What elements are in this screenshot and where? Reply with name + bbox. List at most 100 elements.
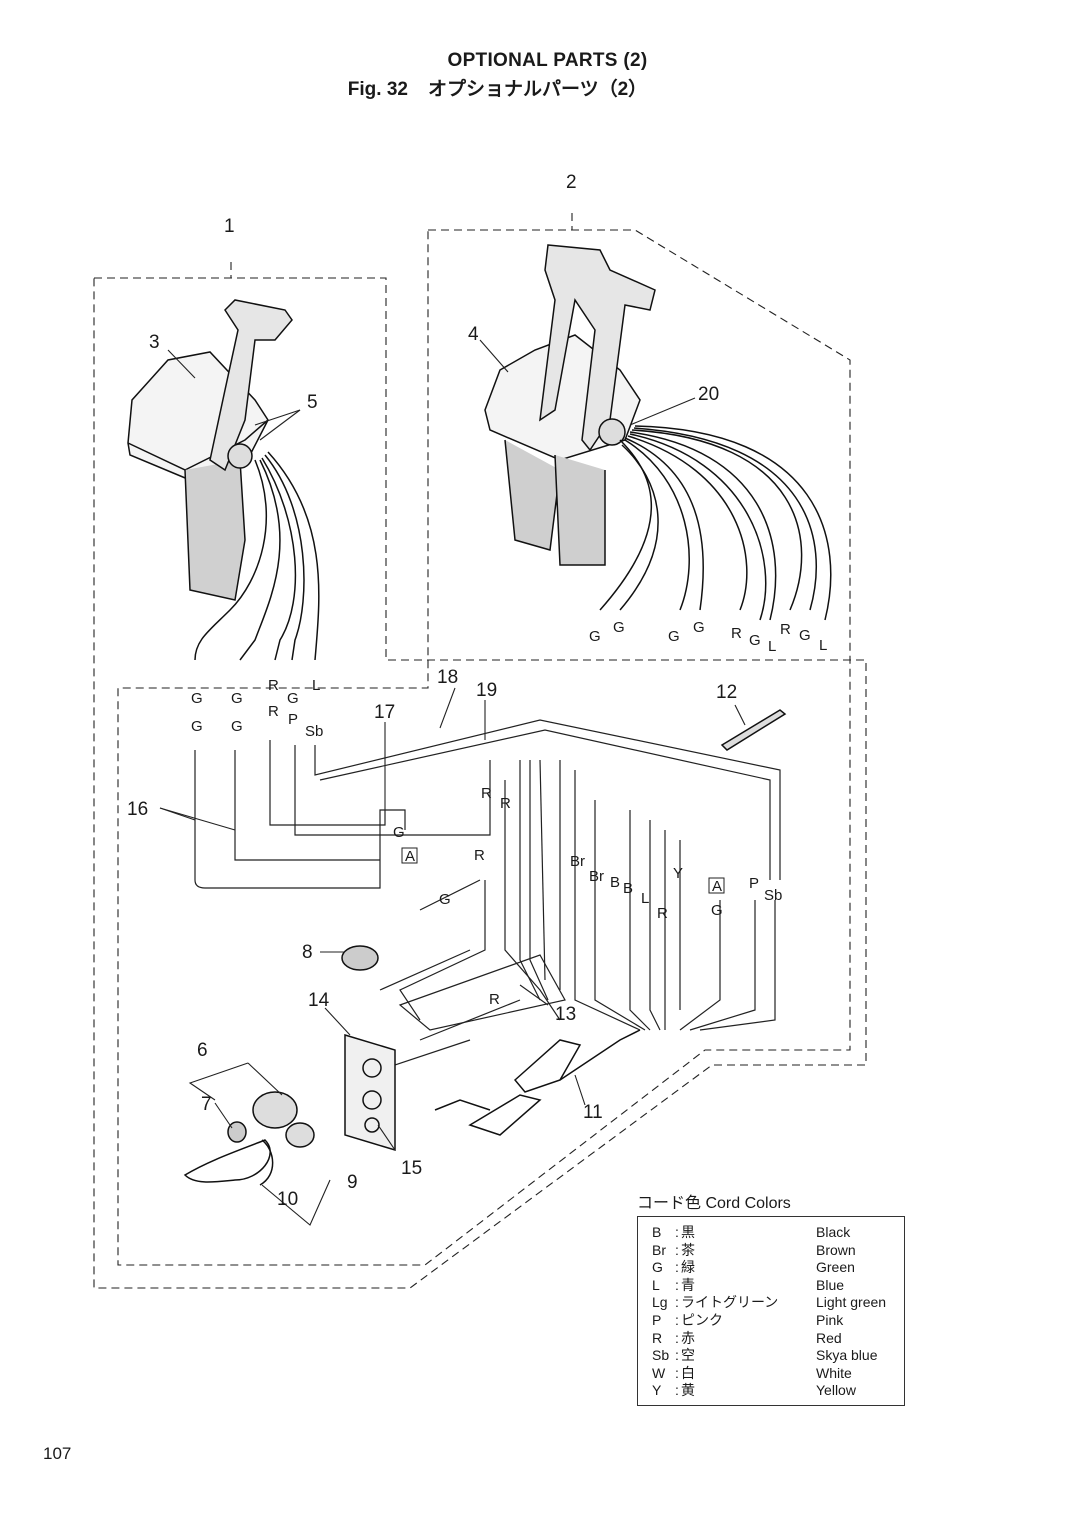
callout-1: 1 — [224, 216, 235, 237]
wire-label: Y — [673, 865, 683, 882]
wire-label: Sb — [764, 887, 782, 904]
wire-label: G — [393, 824, 405, 841]
wire-label: R — [268, 703, 279, 720]
harness-wire-labels: R R R Br Br B B L Y R G P Sb G R G — [393, 785, 782, 1008]
wire-label: G — [693, 619, 705, 636]
callout-7: 7 — [201, 1094, 212, 1115]
wire-label: P — [749, 875, 759, 892]
page-title: OPTIONAL PARTS (2) — [447, 50, 648, 71]
connector-a-markers: A A — [401, 847, 725, 895]
wire-label: G — [191, 690, 203, 707]
wire-label: G — [613, 619, 625, 636]
color-code: B — [652, 1224, 662, 1240]
wire-label: B — [610, 874, 620, 891]
remote1-wire-labels: G G R G L G G R P Sb — [191, 677, 323, 740]
wire-label: G — [799, 627, 811, 644]
callout-4: 4 — [468, 324, 479, 345]
figure-label: Fig. 32 — [347, 79, 408, 100]
color-code: R — [652, 1329, 663, 1346]
wire-label: R — [657, 905, 668, 922]
color-en: Yellow — [816, 1382, 856, 1399]
page-number: 107 — [43, 1444, 72, 1463]
wire-label: B — [623, 880, 633, 897]
remote2-wire-labels: G G G G R G L R G L — [589, 619, 827, 655]
single-remote-control — [127, 299, 320, 661]
callout-14: 14 — [308, 990, 330, 1011]
callout-17: 17 — [374, 702, 395, 723]
wire-label: G — [668, 628, 680, 645]
color-code: Sb — [652, 1347, 670, 1364]
callout-19: 19 — [476, 680, 497, 701]
color-jp: ピンク — [681, 1311, 723, 1328]
callout-9: 9 — [347, 1172, 358, 1193]
color-en: Black — [816, 1224, 851, 1240]
cord-colors-title: コード色 Cord Colors — [637, 1195, 791, 1212]
callout-13: 13 — [555, 1004, 576, 1025]
color-jp: 赤 — [681, 1329, 695, 1346]
color-jp: 空 — [681, 1347, 695, 1364]
connector-a-label: A — [712, 878, 722, 895]
callout-18: 18 — [437, 667, 458, 688]
wire-label: G — [191, 718, 203, 735]
color-en: Brown — [816, 1241, 856, 1258]
color-code: G — [652, 1259, 663, 1276]
assembly-boundaries — [93, 213, 867, 1289]
wire-label: L — [641, 890, 649, 907]
color-en: Light green — [816, 1294, 887, 1311]
color-jp: 茶 — [681, 1241, 695, 1258]
color-code: Br — [652, 1241, 666, 1258]
wire-label: G — [439, 891, 451, 908]
callout-numbers: 1 2 3 4 5 6 7 8 9 10 11 12 13 14 15 16 1… — [127, 172, 737, 1210]
color-en: Red — [816, 1329, 842, 1346]
color-en: Skya blue — [816, 1347, 878, 1364]
wire-label: L — [819, 637, 827, 654]
wire-label: R — [780, 621, 791, 638]
wire-label: L — [312, 677, 320, 694]
color-en: Pink — [816, 1311, 844, 1328]
callout-15: 15 — [401, 1158, 422, 1179]
wire-label: G — [749, 632, 761, 649]
dual-remote-control — [484, 244, 832, 621]
wire-label: R — [500, 795, 511, 812]
wire-label: G — [231, 690, 243, 707]
color-en: Blue — [816, 1276, 845, 1293]
callout-11: 11 — [583, 1102, 603, 1123]
color-en: White — [816, 1364, 852, 1381]
color-en: Green — [816, 1259, 855, 1276]
callout-10: 10 — [277, 1189, 298, 1210]
color-code: L — [652, 1276, 660, 1293]
wire-label: Sb — [305, 723, 323, 740]
color-jp: 黄 — [681, 1382, 695, 1399]
wire-label: Br — [570, 853, 585, 870]
callout-20: 20 — [698, 384, 719, 405]
callout-6: 6 — [197, 1040, 208, 1061]
color-jp: ライトグリーン — [681, 1294, 779, 1311]
key-switch-assembly — [183, 709, 787, 1186]
color-code: Y — [652, 1382, 662, 1399]
wire-label: Br — [589, 868, 604, 885]
wire-label: P — [288, 711, 298, 728]
harness-routing — [194, 719, 781, 1071]
color-jp: 白 — [681, 1364, 695, 1381]
wire-label: R — [481, 785, 492, 802]
connector-a-label: A — [405, 848, 415, 865]
wire-label: G — [711, 902, 723, 919]
leader-lines — [159, 339, 746, 1226]
wire-label: R — [731, 625, 742, 642]
wire-label: R — [474, 847, 485, 864]
wire-label: L — [768, 638, 776, 655]
wire-label: R — [268, 677, 279, 694]
